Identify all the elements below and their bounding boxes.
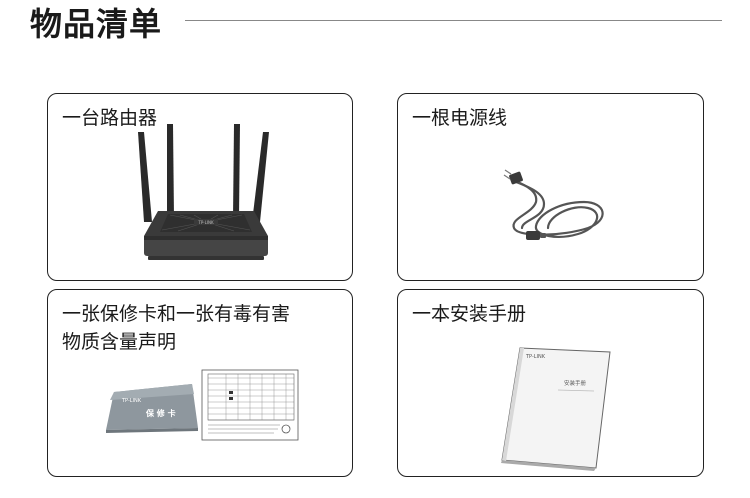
item-card-manual: 一本安装手册 TP-LINK 安装手册 xyxy=(397,289,704,477)
item-card-power-cord: 一根电源线 xyxy=(397,93,704,281)
item-label-warranty: 一张保修卡和一张有毒有害 物质含量声明 xyxy=(62,300,290,356)
warranty-card-image: TP-LINK 保 修 卡 xyxy=(106,369,299,441)
power-cord-image xyxy=(503,169,604,240)
warranty-title: 保 修 卡 xyxy=(145,408,176,418)
page-title: 物品清单 xyxy=(30,5,163,43)
item-label-warranty-line2: 物质含量声明 xyxy=(62,331,177,353)
item-label-power-cord: 一根电源线 xyxy=(412,107,508,129)
item-label-warranty-line1: 一张保修卡和一张有毒有害 xyxy=(62,303,291,325)
manual-image: TP-LINK 安装手册 xyxy=(501,347,611,471)
manual-title: 安装手册 xyxy=(564,379,587,387)
item-card-warranty: 一张保修卡和一张有毒有害 物质含量声明 TP-LINK 保 修 卡 xyxy=(47,289,353,477)
router-logo: TP-LINK xyxy=(197,220,214,225)
item-label-router: 一台路由器 xyxy=(62,107,158,129)
item-label-manual: 一本安装手册 xyxy=(412,303,527,325)
router-image: TP-LINK xyxy=(138,124,269,260)
title-divider xyxy=(185,20,722,21)
manual-logo: TP-LINK xyxy=(525,354,546,360)
warranty-logo: TP-LINK xyxy=(121,398,142,404)
item-card-router: 一台路由器 TP-LINK xyxy=(47,93,353,281)
